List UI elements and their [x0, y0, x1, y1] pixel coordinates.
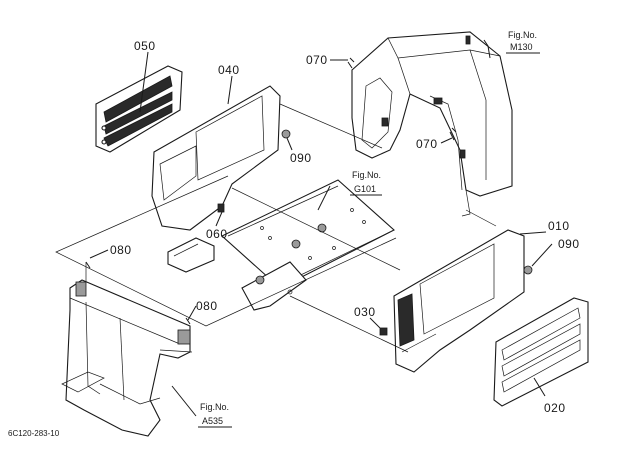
leader-lines: [89, 39, 553, 417]
part-label-090-right: 090: [558, 237, 580, 251]
figure-ref-g101: Fig.No. G101: [350, 170, 382, 196]
figure-ref-m130: Fig.No. M130: [506, 30, 540, 54]
part-label-080-left: 080: [110, 243, 132, 257]
part-label-070-top: 070: [306, 53, 328, 67]
figure-ref-a535-prefix: Fig.No.: [200, 402, 229, 412]
part-label-080-center: 080: [196, 299, 218, 313]
left-side-panel-shape: [151, 85, 281, 231]
reference-lines: [55, 103, 497, 353]
part-label-050: 050: [134, 39, 156, 53]
part-label-090-left: 090: [290, 151, 312, 165]
right-grille-shape: [493, 297, 589, 407]
figure-ref-g101-code: G101: [354, 184, 376, 194]
drawing-code: 6C120-283-10: [8, 429, 60, 438]
figure-ref-m130-code: M130: [510, 42, 533, 52]
figure-ref-a535: Fig.No. A535: [198, 402, 232, 428]
figure-ref-g101-prefix: Fig.No.: [352, 170, 381, 180]
figure-ref-a535-code: A535: [202, 416, 223, 426]
right-side-panel-shape: [393, 229, 525, 373]
part-labels: 050 040 070 070 090 090 060 080 080 010 …: [110, 39, 580, 415]
part-label-060: 060: [206, 227, 228, 241]
part-label-030: 030: [354, 305, 376, 319]
hood-cover-shape: [351, 31, 513, 217]
part-label-010: 010: [548, 219, 570, 233]
left-grille-shape: [95, 65, 183, 153]
part-label-020: 020: [544, 401, 566, 415]
base-frame-shape: [61, 279, 191, 437]
figure-ref-m130-prefix: Fig.No.: [508, 30, 537, 40]
small-bracket-shape: [167, 237, 215, 273]
part-label-040: 040: [218, 63, 240, 77]
center-plate-shape: [221, 179, 395, 289]
part-label-070-right: 070: [416, 137, 438, 151]
fastener-shapes: [85, 57, 533, 336]
lower-bracket-shape: [241, 261, 307, 311]
